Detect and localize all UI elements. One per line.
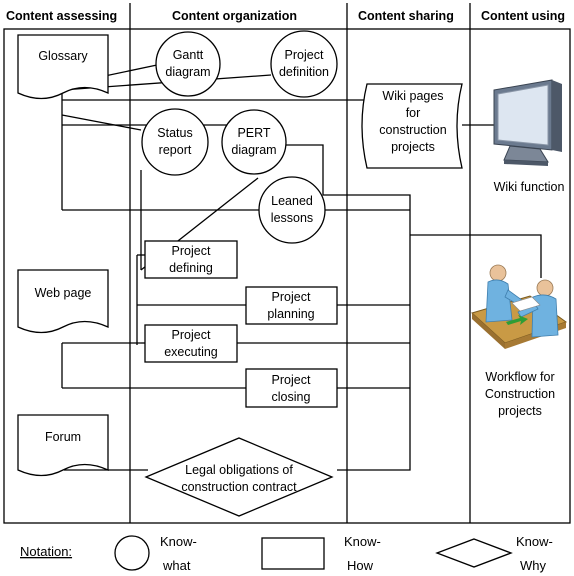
wiki-pages-store[interactable]: Wiki pages for construction projects: [361, 83, 463, 169]
gantt-label-line2: diagram: [165, 65, 210, 79]
two-people-meeting-icon: [471, 264, 568, 349]
project-executing-label-line1: Project: [172, 328, 211, 342]
wiki-function-label: Wiki function: [494, 180, 565, 194]
workflow-label-line3: projects: [498, 404, 542, 418]
workflow-label-line1: Workflow for: [485, 370, 554, 384]
forum-label: Forum: [45, 430, 81, 444]
status-report-circle[interactable]: Status report: [141, 108, 209, 176]
know-why-label-line1: Know-: [516, 534, 553, 549]
workflow-label-line2: Construction: [485, 387, 555, 401]
connector-lines: [61, 64, 542, 471]
know-what-label-line2: what: [162, 558, 191, 573]
gantt-diagram-circle[interactable]: Gantt diagram: [155, 31, 221, 97]
leaned-lessons-circle[interactable]: Leaned lessons: [258, 176, 326, 244]
project-planning-label-line2: planning: [267, 307, 314, 321]
project-closing-label-line2: closing: [272, 390, 311, 404]
project-planning-box[interactable]: Project planning: [245, 286, 338, 325]
wiki-pages-label-line3: construction: [379, 123, 446, 137]
legal-obligations-diamond[interactable]: Legal obligations of construction contra…: [144, 437, 334, 517]
project-executing-box[interactable]: Project executing: [144, 324, 238, 363]
header-content-assessing: Content assessing: [6, 9, 117, 23]
know-why-symbol: [435, 538, 513, 568]
leaned-lessons-label-line1: Leaned: [271, 194, 313, 208]
know-how-label-line1: Know-: [344, 534, 381, 549]
notation-legend: Notation: Know- what Know- How Know- Why: [20, 534, 553, 573]
project-defining-label-line2: defining: [169, 261, 213, 275]
pert-diagram-circle[interactable]: PERT diagram: [221, 109, 287, 175]
know-why-label-line2: Why: [520, 558, 547, 573]
web-page-label: Web page: [35, 286, 92, 300]
web-page-document[interactable]: Web page: [17, 269, 109, 334]
glossary-document[interactable]: Glossary: [17, 34, 109, 100]
diagram-frame: [3, 28, 571, 524]
project-definition-label-line1: Project: [285, 48, 324, 62]
computer-monitor-icon: [493, 79, 562, 166]
project-definition-circle[interactable]: Project definition: [270, 30, 338, 98]
status-report-label-line2: report: [159, 143, 192, 157]
project-definition-label-line2: definition: [279, 65, 329, 79]
leaned-lessons-label-line2: lessons: [271, 211, 313, 225]
pert-label-line2: diagram: [231, 143, 276, 157]
legal-obligations-label-line2: construction contract: [181, 480, 297, 494]
know-how-label-line2: How: [347, 558, 374, 573]
header-content-using: Content using: [481, 9, 565, 23]
glossary-label: Glossary: [38, 49, 88, 63]
legal-obligations-label-line1: Legal obligations of: [185, 463, 293, 477]
know-what-symbol: [114, 535, 150, 571]
header-content-sharing: Content sharing: [358, 9, 454, 23]
pert-label-line1: PERT: [237, 126, 270, 140]
project-planning-label-line1: Project: [272, 290, 311, 304]
project-closing-label-line1: Project: [272, 373, 311, 387]
notation-title: Notation:: [20, 544, 72, 559]
project-executing-label-line2: executing: [164, 345, 218, 359]
gantt-label-line1: Gantt: [173, 48, 204, 62]
forum-document[interactable]: Forum: [17, 414, 109, 477]
wiki-pages-label-line2: for: [406, 106, 421, 120]
header-content-organization: Content organization: [172, 9, 297, 23]
wiki-pages-label-line4: projects: [391, 140, 435, 154]
project-defining-box[interactable]: Project defining: [144, 240, 238, 279]
status-report-label-line1: Status: [157, 126, 192, 140]
know-what-label-line1: Know-: [160, 534, 197, 549]
know-how-symbol: [261, 537, 325, 570]
project-defining-label-line1: Project: [172, 244, 211, 258]
project-closing-box[interactable]: Project closing: [245, 368, 338, 408]
wiki-pages-label-line1: Wiki pages: [382, 89, 443, 103]
